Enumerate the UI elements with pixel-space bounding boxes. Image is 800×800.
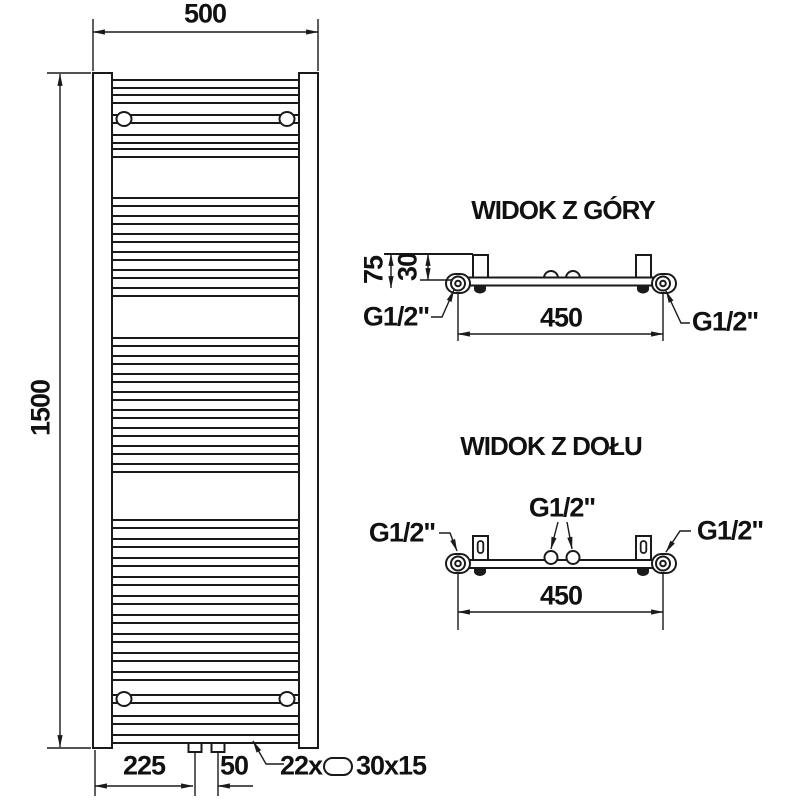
bracket-circle-bottom-right: [278, 691, 296, 707]
radiator-rung: [111, 148, 300, 158]
bottom-view-title: WIDOK Z DOŁU: [460, 431, 643, 461]
dim-label-225: 225: [122, 750, 166, 781]
radiator-rung: [111, 114, 300, 124]
connection-label-center: G1/2": [528, 492, 596, 523]
dim-label-30: 30: [392, 252, 423, 282]
bracket-circle-bottom-left: [115, 691, 133, 707]
radiator-rung: [111, 652, 300, 662]
front-view-radiator: [92, 72, 319, 753]
dim-label-50: 50: [219, 750, 249, 781]
rung-layer: [111, 79, 300, 744]
radiator-rung: [111, 391, 300, 401]
center-connection-right: [565, 550, 581, 565]
tube-count-label: 22x: [279, 750, 323, 781]
radiator-rung: [111, 355, 300, 365]
wall-bracket-right: [635, 254, 652, 279]
radiator-rung: [111, 251, 300, 261]
dim-label-1500: 1500: [25, 379, 56, 437]
g12-leader-center-left: [550, 521, 559, 550]
radiator-rung: [111, 519, 300, 529]
bottom-view-drawing: [439, 521, 691, 630]
radiator-rung: [111, 79, 300, 89]
right-collector-tube: [298, 72, 319, 749]
tube-size-label: 30x15: [355, 750, 427, 781]
radiator-rung: [111, 373, 300, 383]
g12-leader-top-right: [665, 290, 690, 324]
radiator-rung: [111, 409, 300, 419]
dim-label-500: 500: [183, 0, 227, 29]
radiator-rung: [111, 694, 300, 704]
radiator-rung: [111, 337, 300, 347]
bracket-slot-left: [476, 540, 485, 554]
connection-label-bottom-right: G1/2": [696, 515, 764, 546]
radiator-rung: [111, 197, 300, 207]
radiator-rung: [111, 633, 300, 643]
wall-bracket-left: [472, 254, 489, 279]
radiator-rung: [111, 576, 300, 586]
connection-label-top-right: G1/2": [691, 306, 759, 337]
top-view-drawing: [384, 253, 690, 341]
wall-bracket-left: [472, 535, 489, 561]
radiator-rung: [111, 233, 300, 243]
radiator-rung: [111, 287, 300, 297]
left-collector-tube: [92, 72, 113, 749]
dim-label-450-top: 450: [539, 302, 583, 333]
bracket-circle-top-left: [115, 111, 133, 127]
radiator-rung: [111, 671, 300, 681]
tube-note-leader: [252, 740, 284, 765]
g12-leader-top-left: [431, 289, 455, 318]
radiator-rung: [111, 557, 300, 567]
radiator-rung: [111, 734, 300, 744]
top-view-title: WIDOK Z GÓRY: [471, 195, 655, 225]
bracket-foot-right: [637, 285, 649, 294]
g12-leader-bottom-left: [439, 532, 458, 552]
radiator-rung: [111, 269, 300, 279]
bracket-foot-right: [637, 568, 649, 576]
radiator-rung: [111, 538, 300, 548]
radiator-rung: [111, 614, 300, 624]
g12-leader-center-right: [566, 521, 573, 550]
oval-profile-icon: [323, 757, 353, 776]
bracket-circle-top-right: [278, 111, 296, 127]
radiator-body-bottom-view: [465, 559, 659, 569]
radiator-rung: [111, 445, 300, 455]
radiator-body-top-view: [465, 276, 659, 287]
radiator-rung: [111, 427, 300, 437]
radiator-rung: [111, 595, 300, 605]
g12-leader-bottom-right: [665, 530, 691, 553]
radiator-rung: [111, 134, 300, 144]
connection-label-bottom-left: G1/2": [368, 517, 436, 548]
radiator-rung: [111, 94, 300, 104]
bracket-foot-left: [474, 568, 486, 576]
wall-bracket-right: [635, 535, 652, 561]
dim-label-75: 75: [358, 255, 389, 285]
connection-label-top-left: G1/2": [362, 301, 430, 332]
bracket-foot-left: [474, 285, 486, 294]
front-view-dimensions: [47, 19, 353, 796]
connection-stub-left: [187, 742, 203, 753]
dim-label-450-bottom: 450: [539, 580, 583, 611]
radiator-rung: [111, 715, 300, 725]
bracket-slot-right: [639, 540, 648, 554]
center-connection-left: [543, 550, 559, 565]
radiator-rung: [111, 215, 300, 225]
radiator-rung: [111, 463, 300, 473]
